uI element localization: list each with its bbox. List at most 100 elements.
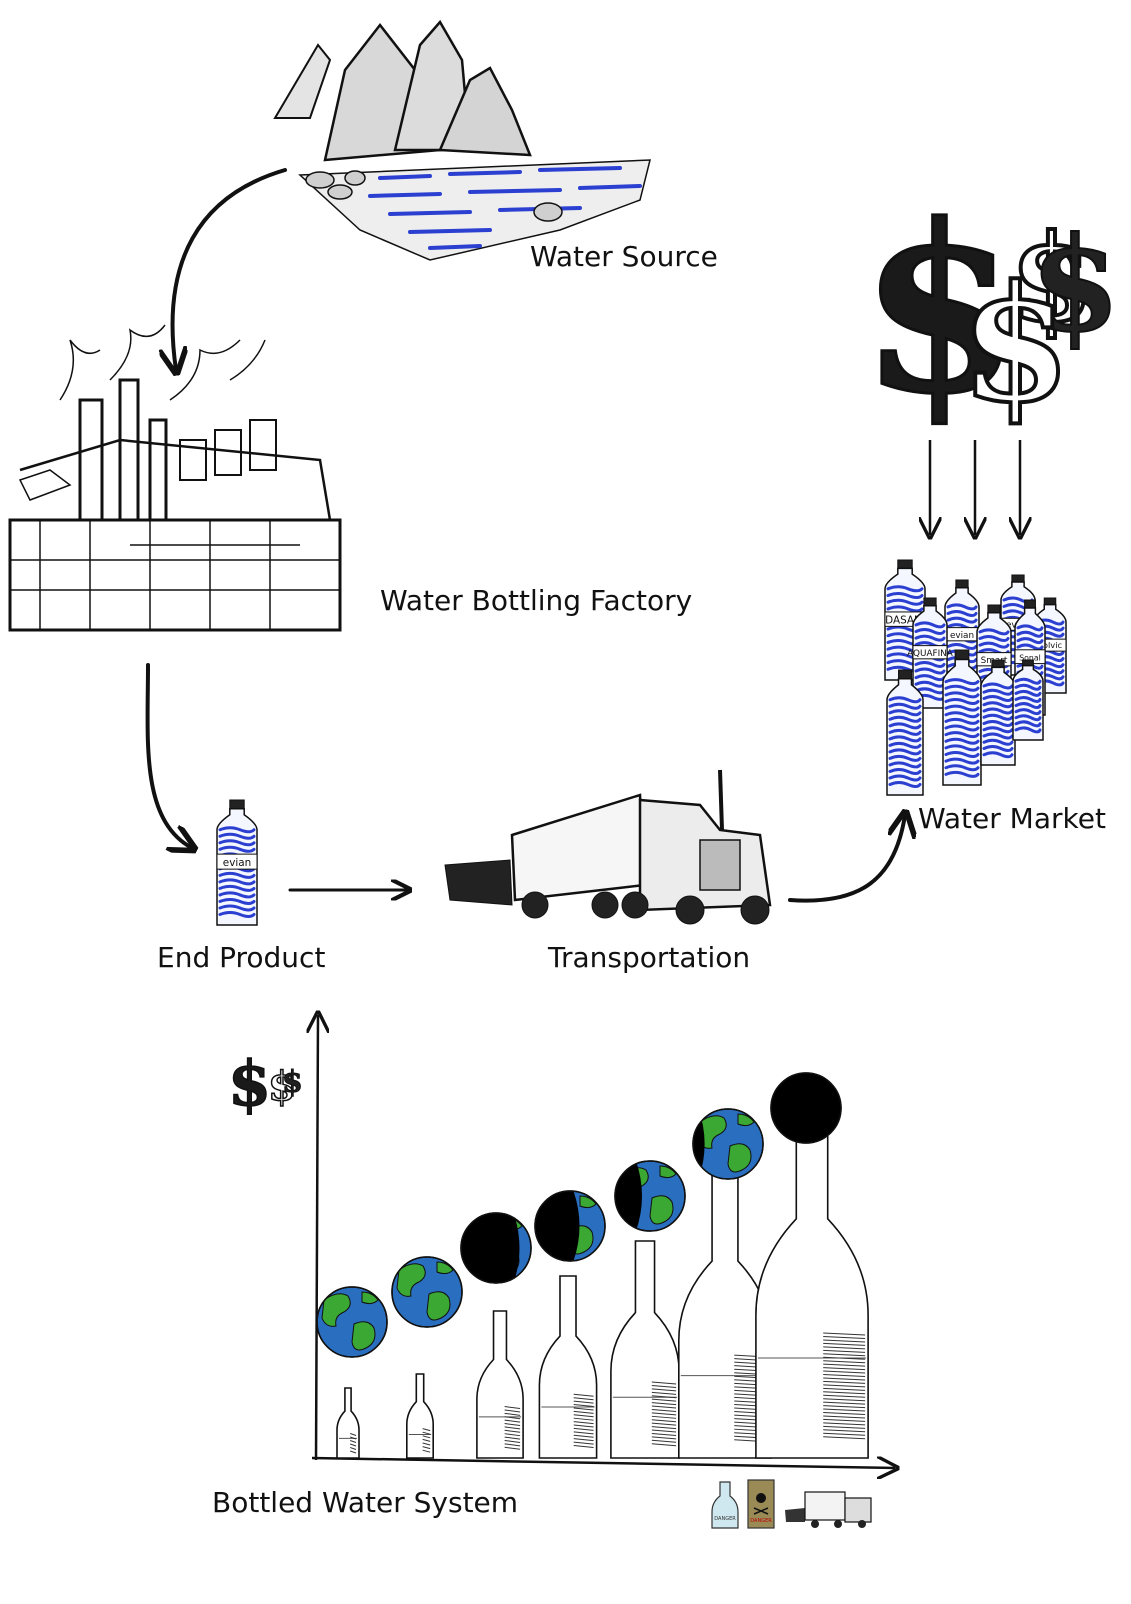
- trend-bottle: [755, 1100, 869, 1459]
- bottle-shading-stroke: [651, 1412, 677, 1416]
- trend-bottle: [476, 1310, 524, 1459]
- truck-icon: [785, 1491, 872, 1528]
- bottle-shading-stroke: [823, 1394, 866, 1398]
- hazard-sack-icon: DANGER: [747, 1479, 775, 1529]
- earth-globe-icon: [316, 1286, 388, 1358]
- bottle-shading-stroke: [422, 1431, 431, 1435]
- bottle-shading-stroke: [823, 1436, 866, 1440]
- svg-text:$: $: [860, 175, 1020, 445]
- dollar-signs-icon: $ $ $ $: [859, 174, 1122, 447]
- hazard-bottle-label: DANGER: [714, 1516, 736, 1522]
- trend-bottle: [610, 1240, 680, 1459]
- pollution-shadow: [535, 1191, 580, 1261]
- bottle-shading-stroke: [823, 1429, 866, 1433]
- market-bottle-label: evian: [950, 631, 974, 641]
- bottle-shading-stroke: [823, 1432, 866, 1436]
- bottle-shading-stroke: [350, 1433, 357, 1436]
- bottle-shading-stroke: [504, 1443, 521, 1447]
- svg-text:$: $: [228, 1047, 271, 1120]
- market-bottle: [886, 669, 924, 796]
- earth-globe-icon: [534, 1190, 606, 1262]
- bottle-shading-stroke: [651, 1395, 677, 1399]
- bottle-shading-stroke: [504, 1439, 521, 1443]
- bottle-shading-stroke: [573, 1404, 594, 1408]
- bottle-shading-stroke: [823, 1363, 866, 1367]
- bottle-shading-stroke: [573, 1393, 594, 1397]
- water-source-illustration: [273, 19, 651, 261]
- bottle-shading-stroke: [422, 1446, 431, 1450]
- bottle-shading-stroke: [573, 1410, 594, 1414]
- trend-bottle: [538, 1275, 598, 1459]
- end-product-label: End Product: [157, 941, 326, 974]
- exhaust-scribble: [444, 859, 513, 906]
- bottle-shading-stroke: [573, 1407, 594, 1411]
- bottle-shading-stroke: [823, 1342, 866, 1346]
- bottle-shading-stroke: [823, 1401, 866, 1405]
- bottle-shading-stroke: [504, 1419, 521, 1423]
- bottle-shading-stroke: [651, 1402, 677, 1406]
- bottle-shading-stroke: [350, 1443, 357, 1447]
- bottle-shading-stroke: [504, 1446, 521, 1450]
- earth-globe-icon: [614, 1160, 686, 1232]
- trend-bottle: [406, 1373, 434, 1459]
- bottle-shading-stroke: [823, 1387, 866, 1391]
- arrow-source-to-factory: [173, 168, 287, 370]
- bottle-shading-stroke: [422, 1428, 431, 1432]
- growing-bottles: [336, 1100, 869, 1459]
- market-bottle-label: Sonal: [1019, 654, 1041, 663]
- earth-globe-icon: [692, 1108, 764, 1180]
- bottle-shading-stroke: [504, 1409, 521, 1413]
- water-market-label: Water Market: [918, 802, 1106, 835]
- bottle-shading-stroke: [823, 1384, 866, 1388]
- bottle-shading-stroke: [504, 1406, 521, 1410]
- hazard-bottle-icon: DANGER: [711, 1481, 739, 1529]
- market-bottle-label: Volvic: [1038, 640, 1063, 650]
- bottle-shading-stroke: [504, 1433, 521, 1437]
- hazard-sack-label: DANGER: [750, 1518, 772, 1524]
- bottling-factory-label: Water Bottling Factory: [380, 584, 693, 617]
- bottle-shading-stroke: [651, 1398, 677, 1402]
- svg-text:$: $: [282, 1065, 303, 1100]
- bottle-shading-stroke: [573, 1421, 594, 1425]
- bottle-shading-stroke: [823, 1377, 866, 1381]
- bottle-shading-stroke: [823, 1425, 866, 1429]
- diagram-title: Bottled Water System: [212, 1486, 519, 1519]
- bottle-shading-stroke: [823, 1398, 866, 1402]
- x-axis: [311, 1458, 895, 1468]
- arrow-transport-to-market: [788, 815, 905, 903]
- pollution-shadow: [461, 1213, 520, 1283]
- bottle-shading-stroke: [651, 1429, 677, 1433]
- earth-globe-icon: [460, 1212, 532, 1284]
- bottle-shading-stroke: [573, 1414, 594, 1418]
- bottle-shading-stroke: [823, 1336, 866, 1340]
- bottle-shading-stroke: [573, 1441, 594, 1445]
- bottle-shading-stroke: [651, 1432, 677, 1436]
- bottle-shading-stroke: [350, 1440, 357, 1443]
- bottle-shading-stroke: [823, 1367, 866, 1371]
- bottle-shading-stroke: [573, 1444, 594, 1448]
- bottle-shading-stroke: [504, 1429, 521, 1433]
- bottle-shading-stroke: [573, 1427, 594, 1431]
- bottle-shading-stroke: [823, 1391, 866, 1395]
- pollution-shadow: [771, 1073, 841, 1143]
- bottle-shading-stroke: [504, 1423, 521, 1427]
- bottle-shading-stroke: [573, 1417, 594, 1421]
- evian-bottle: evian: [216, 799, 258, 926]
- market-bottle: [1012, 659, 1044, 741]
- bottle-shading-stroke: [651, 1405, 677, 1409]
- bottle-shading-stroke: [573, 1424, 594, 1428]
- bottle-shading-stroke: [823, 1332, 866, 1336]
- bottle-shading-stroke: [350, 1436, 357, 1440]
- transport-truck-illustration: [444, 769, 772, 925]
- bottle-shading-stroke: [651, 1436, 677, 1440]
- bottle-shading-stroke: [504, 1426, 521, 1430]
- bottle-shading-stroke: [651, 1381, 677, 1385]
- bottle-shading-stroke: [823, 1415, 866, 1419]
- bottle-shading-stroke: [823, 1412, 866, 1416]
- market-bottle-label: AQUAFINA: [907, 649, 953, 659]
- end-product-bottle: evian: [216, 799, 258, 926]
- arrow-factory-to-product: [145, 663, 192, 848]
- bottle-shading-stroke: [573, 1400, 594, 1404]
- bottle-shading-stroke: [504, 1436, 521, 1440]
